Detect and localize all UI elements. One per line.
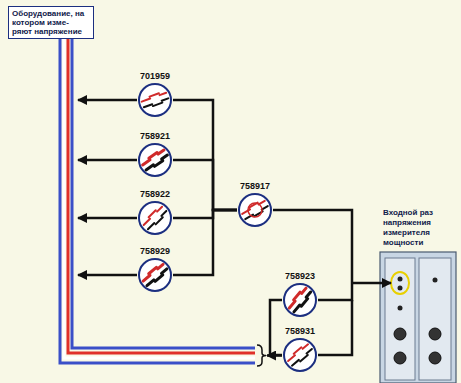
probe-icon	[142, 263, 168, 287]
probe-node: 758922	[129, 189, 181, 236]
circle-outline	[139, 144, 171, 176]
socket	[398, 277, 403, 282]
probe-node: 758923	[274, 271, 326, 318]
circle-outline	[284, 284, 316, 316]
socket	[394, 328, 406, 340]
probe-circle	[137, 142, 173, 178]
wire	[64, 30, 255, 358]
probe-circle	[137, 82, 173, 118]
probe-node: 758931	[274, 326, 326, 373]
wire	[60, 30, 255, 363]
lead-line	[318, 300, 352, 355]
device-label: Входной раз напряжения измерителя мощнос…	[383, 208, 459, 248]
socket	[398, 306, 403, 311]
part-number: 758917	[229, 181, 281, 192]
socket	[394, 352, 406, 364]
arrow-line	[78, 217, 137, 220]
wire	[68, 30, 255, 353]
highlight-ring	[391, 272, 409, 294]
circle-outline	[139, 259, 171, 291]
probe-icon	[287, 343, 313, 367]
probe-node: 758921	[129, 131, 181, 178]
connector	[173, 160, 237, 210]
meter-panel	[419, 258, 451, 380]
socket	[429, 352, 441, 364]
node-title: Оборудование, на котором изме- ряют напр…	[12, 9, 90, 36]
meter-body	[380, 252, 456, 383]
equipment-wires	[60, 30, 255, 363]
socket	[429, 328, 441, 340]
circle-outline	[284, 339, 316, 371]
part-number: 758922	[129, 189, 181, 200]
meter-leads	[273, 210, 391, 355]
lead-line	[273, 210, 352, 283]
probe-icon	[141, 148, 168, 171]
probe-node: 701959	[129, 71, 181, 118]
probe-icon	[142, 205, 167, 230]
lead-line	[318, 283, 352, 300]
socket	[433, 278, 438, 283]
probe-arrows	[78, 100, 137, 275]
probe-circle	[282, 282, 318, 318]
part-number: 758923	[274, 271, 326, 282]
probe-icon	[241, 199, 269, 221]
probe-node: 758917	[229, 181, 281, 228]
black-lead	[294, 292, 312, 313]
black-lead	[148, 211, 168, 231]
circle-outline	[239, 194, 271, 226]
black-lead	[144, 98, 169, 109]
power-meter	[380, 252, 456, 383]
circle-outline	[139, 84, 171, 116]
meter-panel	[385, 258, 415, 380]
probe-icon	[288, 287, 312, 313]
probe-circle	[137, 257, 173, 293]
black-lead	[146, 155, 168, 172]
probe-circle	[137, 200, 173, 236]
black-lead	[147, 269, 168, 287]
arrow-line	[352, 282, 391, 285]
probe-circle	[237, 192, 273, 228]
bracket	[257, 345, 266, 366]
probe-icon	[141, 91, 169, 109]
probe-circle	[282, 337, 318, 373]
part-number: 758929	[129, 246, 181, 257]
wire	[72, 30, 255, 348]
connector	[173, 100, 237, 210]
circle-outline	[139, 202, 171, 234]
equipment-box: Оборудование, на котором изме- ряют напр…	[8, 6, 94, 39]
part-number: 758921	[129, 131, 181, 142]
connector	[173, 210, 237, 275]
arrow-line	[78, 99, 137, 102]
arrow-line	[78, 159, 137, 162]
part-number: 758931	[274, 326, 326, 337]
socket	[398, 286, 403, 291]
arrow-line	[78, 274, 137, 277]
probe-node: 758929	[129, 246, 181, 293]
connector	[270, 300, 282, 355]
cable-loop	[248, 203, 262, 217]
black-lead	[292, 349, 313, 367]
part-number: 701959	[129, 71, 181, 82]
